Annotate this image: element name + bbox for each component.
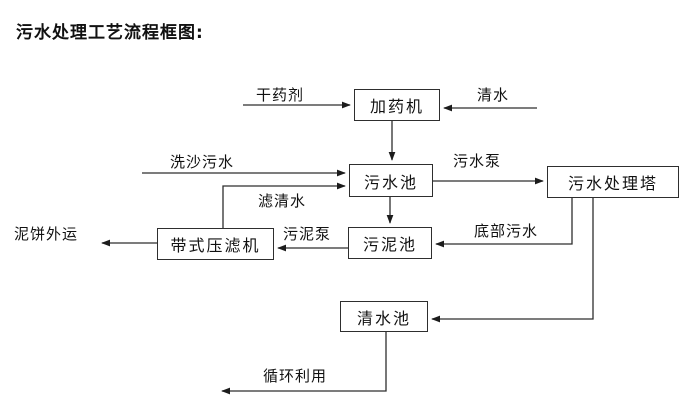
node-clean-water-pool: 清水池 (340, 301, 428, 332)
connector-filtered-water-to-sewage-pool (222, 182, 346, 228)
edge-label-sewage-pump: 污水泵 (453, 152, 502, 170)
node-belt-filter-press: 带式压滤机 (157, 228, 274, 260)
node-sewage-pool: 污水池 (349, 164, 433, 197)
edge-label-sludge-pump: 污泥泵 (283, 225, 332, 243)
edge-label-bottom-sewage: 底部污水 (474, 222, 539, 240)
connector-tower-to-clean-pool (431, 198, 594, 323)
edge-label-dry-agent: 干药剂 (256, 86, 305, 104)
edge-label-sand-wash-sewage: 洗沙污水 (170, 153, 235, 171)
page-title: 污水处理工艺流程框图: (16, 23, 204, 43)
connector-bottom-sewage-to-sludge-pool (435, 198, 573, 248)
edge-label-mud-cake-out: 泥饼外运 (14, 225, 79, 243)
edge-label-filtered-water: 滤清水 (258, 192, 307, 210)
edge-label-clean-water: 清水 (477, 86, 510, 104)
node-sludge-pool: 污泥池 (348, 227, 432, 259)
edge-label-recycle: 循环利用 (263, 367, 328, 385)
node-treatment-tower: 污水处理塔 (547, 166, 679, 198)
node-dosing-machine: 加药机 (354, 89, 440, 121)
connector-clean-pool-to-recycle (221, 332, 387, 395)
